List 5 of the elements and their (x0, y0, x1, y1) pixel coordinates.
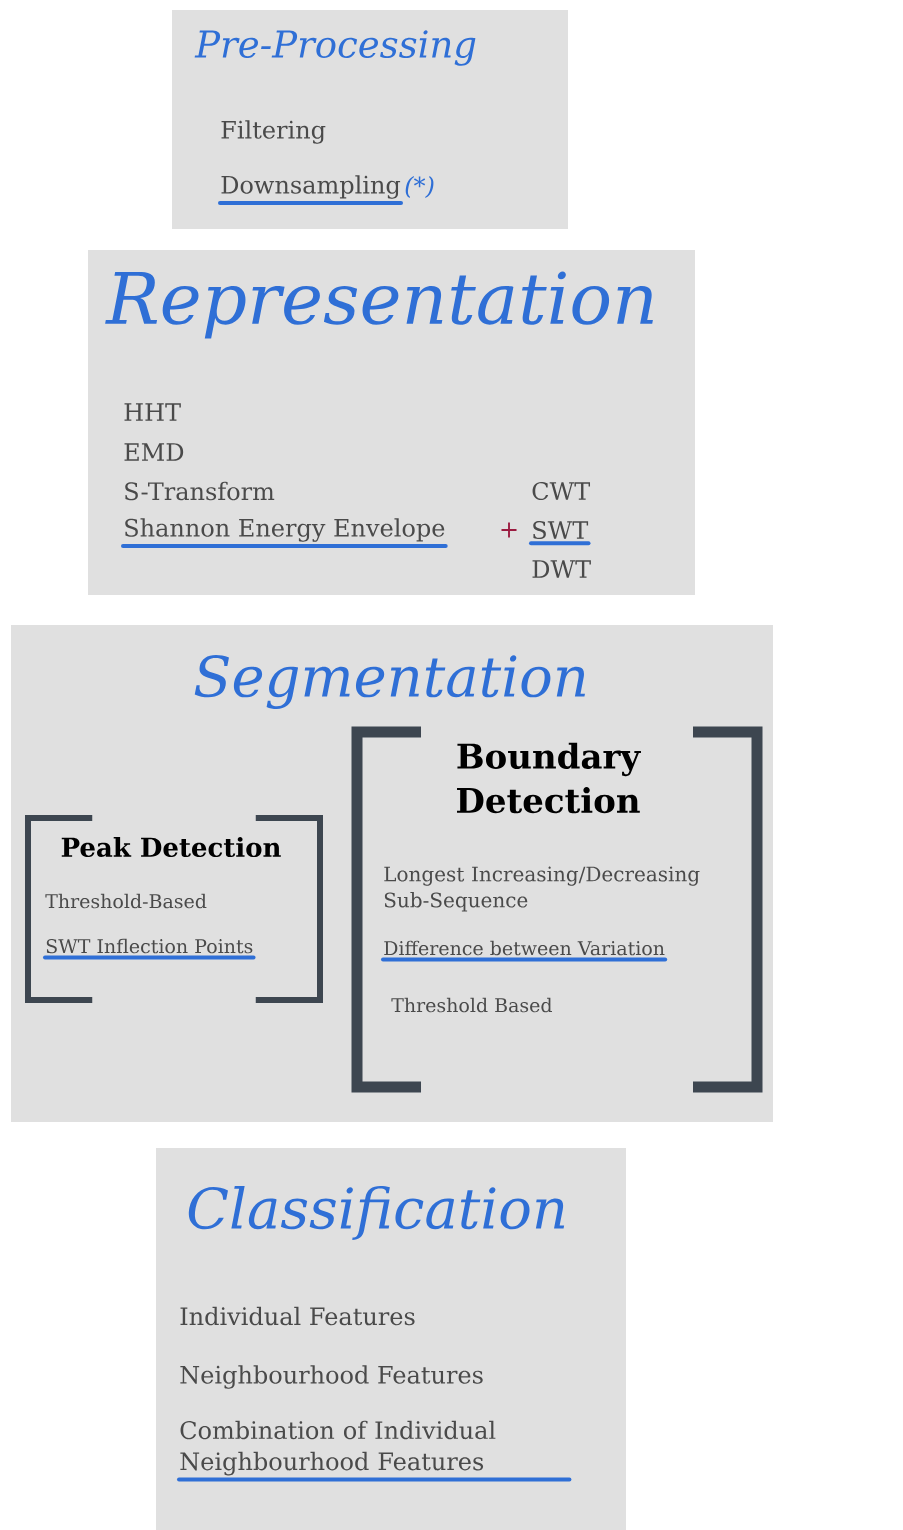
bracket-group: Peak Detection Threshold-Based SWT Inflection Points (25, 815, 323, 1003)
bracket-group: Boundary Detection Longest Increasing/Decreasing Sub-Sequence Difference between Variation Threshold Based (351, 726, 763, 1093)
section-box: Classification Individual Features Neighbourhood Features Combination of Individual Neighbourhood Features (156, 1148, 626, 1530)
section-box: Representation HHT EMD S-Transform Shannon Energy Envelope + CWT SWT DWT (88, 250, 695, 595)
section-box: Pre-Processing Filtering Downsampling (*) (172, 10, 568, 229)
